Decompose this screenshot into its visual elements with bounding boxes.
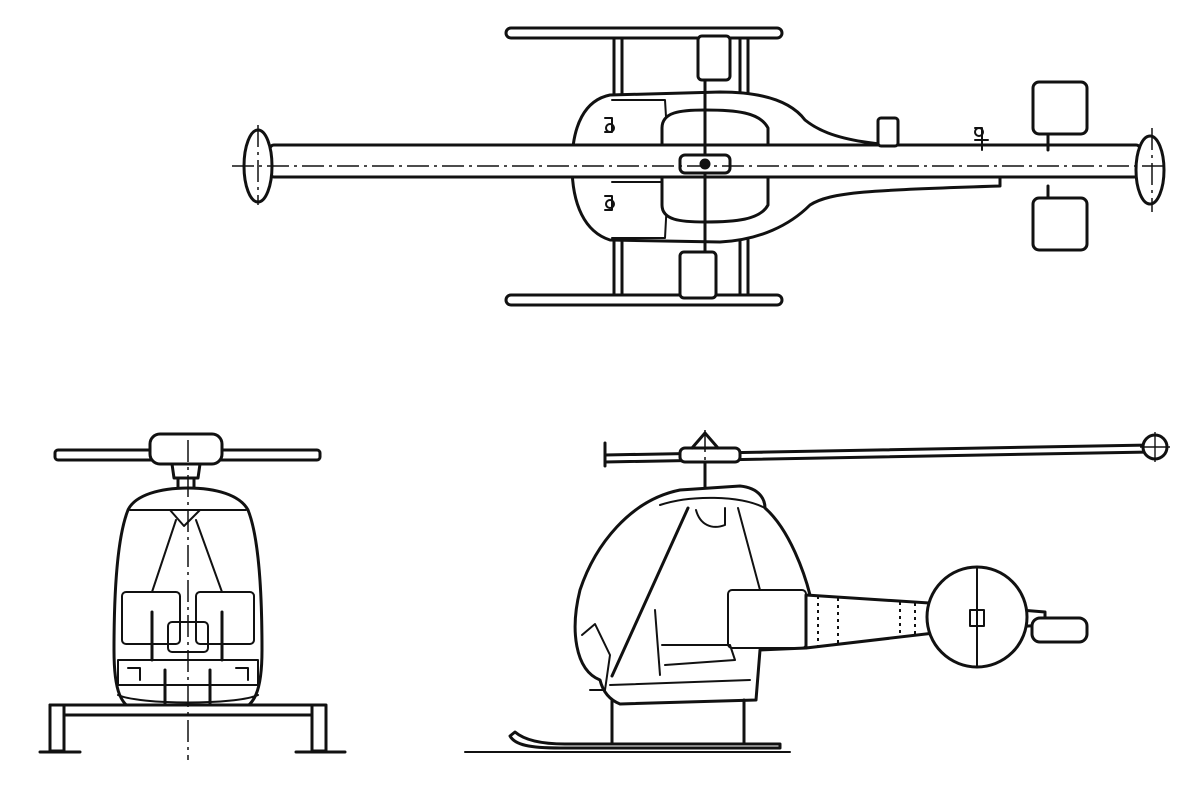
top-view-main-rotor (242, 34, 1166, 300)
front-view (38, 432, 347, 760)
top-view-skids (504, 26, 784, 307)
top-view (232, 26, 1166, 307)
side-view-skids (464, 698, 791, 753)
side-view-cabin (573, 484, 812, 706)
front-view-skids (38, 703, 347, 754)
side-view (464, 430, 1170, 753)
side-view-rotor (603, 431, 1170, 490)
top-view-tail (876, 80, 1089, 252)
side-view-tail-boom (804, 565, 1089, 669)
